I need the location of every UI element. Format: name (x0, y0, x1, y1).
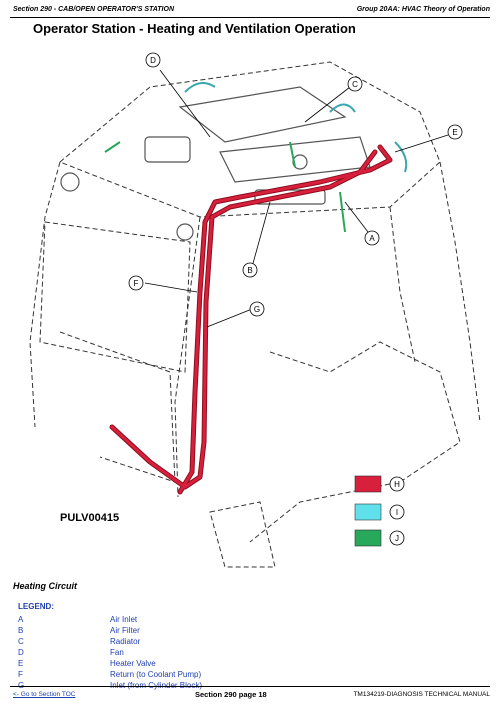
legend-item: C Radiator (18, 636, 318, 647)
legend-key: C (18, 637, 24, 646)
svg-text:F: F (134, 279, 139, 288)
callout-e: E (447, 124, 463, 140)
callout-f: F (128, 275, 144, 291)
callout-g: G (249, 301, 265, 317)
legend-label: Air Filter (110, 626, 140, 635)
legend-item: G Inlet (from Cylinder Block) (18, 680, 318, 691)
callout-d: D (145, 52, 161, 68)
svg-text:J: J (395, 534, 399, 543)
legend-key: F (18, 670, 23, 679)
svg-text:I: I (396, 508, 398, 517)
legend-item: D Fan (18, 647, 318, 658)
legend-item: A Air Inlet (18, 614, 318, 625)
svg-text:E: E (452, 128, 457, 137)
svg-text:C: C (352, 80, 358, 89)
legend-label: Radiator (110, 637, 141, 646)
legend-key: A (18, 615, 24, 624)
legend-key: G (18, 681, 25, 690)
page-number: Section 290 page 18 (195, 690, 267, 699)
figure-id-label: PULV00415 (60, 512, 120, 524)
svg-text:D: D (150, 56, 156, 65)
legend-item: B Air Filter (18, 625, 318, 636)
page-title: Operator Station - Heating and Ventilati… (33, 21, 356, 36)
color-key-i: I (354, 503, 405, 521)
legend-key: E (18, 659, 24, 668)
color-key-j: J (354, 529, 405, 547)
legend-label: Air Inlet (110, 615, 138, 624)
header-divider (10, 17, 490, 18)
legend-label: Return (to Coolant Pump) (110, 670, 202, 679)
legend-label: Heater Valve (110, 659, 156, 668)
legend-item: E Heater Valve (18, 658, 318, 669)
svg-text:G: G (254, 305, 260, 314)
color-key-h: H (354, 475, 405, 493)
legend-key: B (18, 626, 24, 635)
footer-divider (10, 686, 490, 687)
svg-text:A: A (369, 234, 375, 243)
legend: LEGEND: A Air Inlet B Air Filter C Radiator… (18, 602, 318, 691)
legend-label: Fan (110, 648, 124, 657)
svg-text:B: B (247, 266, 252, 275)
callout-a: A (364, 230, 380, 246)
legend-item: F Return (to Coolant Pump) (18, 669, 318, 680)
header-group-label: Group 20AA: HVAC Theory of Operation (356, 6, 490, 13)
callout-b: B (242, 262, 258, 278)
header-section-label: Section 290 - CAB/OPEN OPERATOR'S STATIO… (13, 6, 175, 13)
cab-hvac-diagram: D C E A B F G H (29, 52, 481, 568)
callout-c: C (347, 76, 363, 92)
legend-key: D (18, 648, 24, 657)
section-heading: Heating Circuit (13, 581, 78, 591)
legend-heading: LEGEND: (18, 602, 54, 611)
svg-text:H: H (394, 480, 400, 489)
manual-id: TM134219-DIAGNOSIS TECHNICAL MANUAL (353, 691, 490, 698)
go-to-section-toc-link[interactable]: <- Go to Section TOC (13, 691, 76, 698)
legend-label: Inlet (from Cylinder Block) (110, 681, 203, 690)
